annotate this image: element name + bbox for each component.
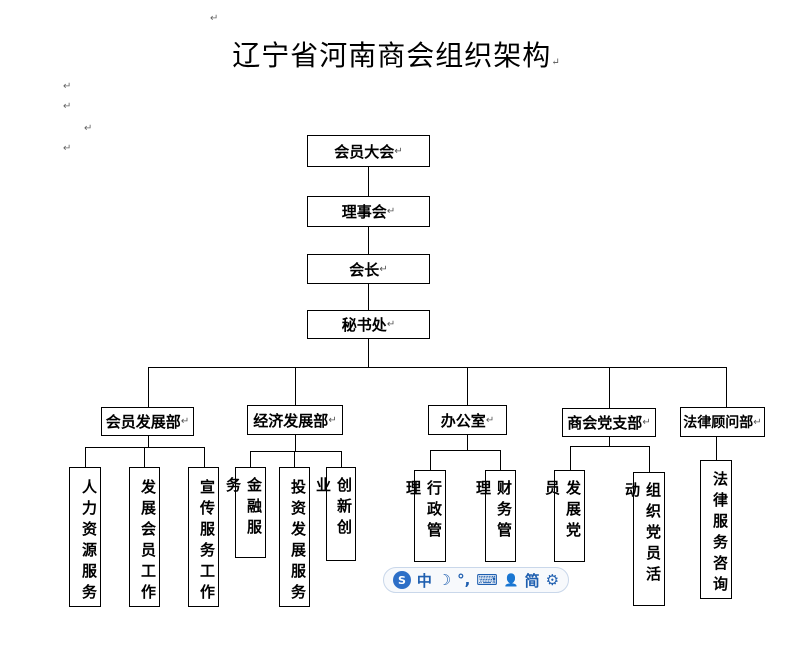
connector-line: [726, 367, 727, 407]
connector-line: [341, 451, 342, 467]
connector-line: [368, 227, 369, 254]
keyboard-icon[interactable]: ⌨: [476, 571, 498, 589]
node-general-assembly: 会员大会↵: [307, 135, 430, 167]
connector-line: [649, 446, 650, 472]
node-finance-management: 财务管理: [474, 470, 516, 562]
connector-line: [295, 367, 296, 405]
node-council: 理事会↵: [307, 196, 430, 227]
node-financial-services: 金融服务: [224, 467, 266, 558]
connector-line: [368, 167, 369, 196]
node-party-recruitment: 发展党员: [543, 470, 585, 562]
connector-line: [148, 367, 727, 368]
connector-line: [368, 284, 369, 310]
node-member-recruitment: 发展会员工作: [129, 467, 160, 607]
paragraph-mark: ↵: [63, 143, 72, 154]
node-dept-party-branch: 商会党支部↵: [562, 408, 656, 437]
node-president: 会长↵: [307, 254, 430, 284]
paragraph-mark: ↵: [84, 123, 93, 134]
paragraph-mark: ↵: [63, 81, 72, 92]
connector-line: [295, 435, 296, 451]
connector-line: [148, 367, 149, 407]
ime-mode-toggle[interactable]: 中: [416, 571, 432, 590]
node-party-activities: 组织党员活动: [623, 472, 665, 606]
connector-line: [430, 450, 500, 451]
connector-line: [250, 451, 251, 467]
connector-line: [368, 339, 369, 367]
chart-title: 辽宁省河南商会组织架构↵: [232, 39, 561, 72]
node-dept-economic-development: 经济发展部↵: [247, 405, 343, 435]
node-dept-legal-advisory: 法律顾问部↵: [680, 407, 765, 437]
node-hr-services: 人力资源服务: [69, 467, 101, 607]
settings-icon[interactable]: ⚙: [545, 571, 560, 589]
connector-line: [250, 451, 341, 452]
simplified-toggle[interactable]: 简: [524, 571, 540, 590]
connector-line: [294, 451, 295, 467]
connector-line: [570, 446, 649, 447]
connector-line: [467, 435, 468, 450]
punctuation-icon[interactable]: °,: [457, 571, 471, 589]
paragraph-mark: ↵: [63, 101, 72, 112]
moon-icon[interactable]: ☽: [437, 571, 452, 589]
connector-line: [204, 447, 205, 467]
connector-line: [609, 367, 610, 408]
node-innovation-entrepreneurship: 创新创业: [314, 467, 356, 561]
node-secretariat: 秘书处↵: [307, 310, 430, 339]
connector-line: [430, 450, 431, 470]
node-dept-member-development: 会员发展部↵: [101, 407, 194, 436]
node-investment-development: 投资发展服务: [279, 467, 310, 607]
connector-line: [467, 367, 468, 405]
node-dept-office: 办公室↵: [428, 405, 507, 435]
connector-line: [85, 447, 86, 467]
connector-line: [716, 437, 717, 460]
node-legal-consulting: 法律服务咨询: [700, 460, 732, 599]
user-icon[interactable]: 👤: [503, 573, 519, 587]
node-publicity-services: 宣传服务工作: [188, 467, 219, 607]
connector-line: [570, 446, 571, 470]
paragraph-mark: ↵: [210, 13, 219, 24]
connector-line: [609, 437, 610, 446]
ime-toolbar[interactable]: S 中 ☽ °, ⌨ 👤 简 ⚙: [383, 567, 569, 593]
node-administration: 行政管理: [404, 470, 446, 562]
connector-line: [144, 447, 145, 467]
connector-line: [500, 450, 501, 470]
connector-line: [148, 436, 149, 447]
ime-logo-icon[interactable]: S: [392, 571, 411, 589]
